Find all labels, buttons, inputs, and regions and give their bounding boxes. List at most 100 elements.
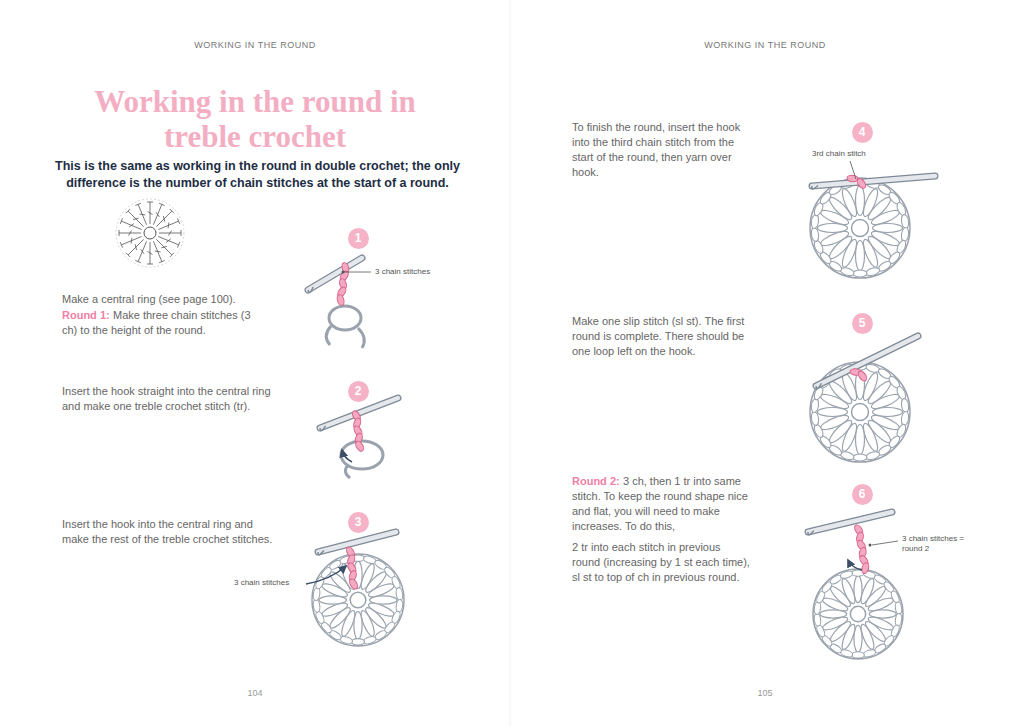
round-outline [810,362,910,462]
page-title: Working in the round in treble crochet [94,84,416,154]
crochet-rounds [312,178,910,659]
top-loop [852,652,865,658]
pointer-arrow [306,566,346,584]
crochet-round [312,554,404,646]
pink-chains [336,175,870,590]
callout-label: 3 chain stitches [375,267,437,277]
yarn-loop [329,306,361,330]
leader-line [343,272,371,273]
step-text: Make one slip stitch (sl st). The first … [572,314,754,359]
leader-line [850,161,856,179]
crochet-hook [808,512,892,535]
text: 3rd chain stitch [812,149,866,158]
page-number: 104 [225,686,285,701]
chain-stitches [351,409,365,452]
crochet-hook [308,258,362,292]
top-loop [853,270,867,277]
text: WORKING IN THE ROUND [704,40,825,50]
crochet-hook [812,176,935,189]
round-outline [810,178,910,278]
top-loop [312,599,320,613]
crochet-hook [816,336,918,389]
text: 104 [247,688,262,698]
leader-dot [869,544,872,547]
step-text: To finish the round, insert the hook int… [572,120,744,180]
intro-text: This is the same as working in the round… [55,158,460,192]
yarn-tail [326,326,364,348]
leader-line [872,541,898,545]
motion-arrow [342,450,352,462]
text: Make a central ring (see page 100). [62,293,236,305]
crochet-hook [320,398,398,431]
title-block: Working in the round in treble crochet [85,84,425,154]
top-loop [865,266,880,277]
top-loop [901,227,910,242]
centre-hole [852,220,869,237]
crochet-round [813,569,903,659]
top-loop [813,613,821,626]
round-label: Round 1: [62,309,110,321]
callout-number: 5 [859,317,866,329]
step-number-circle: 6 [852,484,873,505]
chain-stitches [345,546,359,591]
top-loop [811,227,820,242]
text: 105 [757,688,772,698]
step-number-circle: 1 [348,228,369,249]
centre-hole [852,404,869,421]
top-loop [901,411,910,426]
step-number-circle: 3 [348,512,369,533]
top-loop [813,601,821,614]
gutter [510,0,511,726]
callout-number: 3 [355,516,362,528]
hooks [308,176,935,555]
top-loop [395,599,403,613]
top-loop [895,601,903,614]
text: Insert the hook into the central ring an… [62,518,272,545]
running-head: WORKING IN THE ROUND [105,38,405,53]
centre-hole [850,606,865,621]
top-loop [395,587,403,601]
top-loop [811,214,820,229]
top-loop [840,570,854,580]
page-number: 105 [735,686,795,701]
top-loop [863,648,877,658]
callout-label: 3 chain stitches [234,578,304,588]
running-head: WORKING IN THE ROUND [615,38,915,53]
round-label: Round 2: [572,475,620,487]
text: To finish the round, insert the hook int… [572,121,740,178]
text: WORKING IN THE ROUND [194,40,315,50]
text: 3 chain stitches [234,578,289,587]
top-loop [363,635,377,645]
step-text: 2 tr into each stitch in previous round … [572,540,750,585]
top-loop [811,398,820,413]
treble-stitch [840,187,860,218]
round-outline [312,554,404,646]
crochet-round [810,362,910,462]
callout-number: 4 [859,126,866,138]
treble-stitch [840,577,858,605]
callout-label: 3rd chain stitch [812,149,892,159]
step-number-circle: 5 [852,313,873,334]
top-loop [312,587,320,601]
callout-number: 2 [355,385,362,397]
text: 3 chain stitches = round 2 [902,534,964,553]
stitch-chart [116,199,184,267]
top-loop [901,398,910,413]
callout-number: 6 [859,488,866,500]
yarn-tail [345,465,350,478]
top-loop [865,450,880,461]
step-number-circle: 4 [852,122,873,143]
text: 2 tr into each stitch in previous round … [572,541,750,583]
round-outline [813,569,903,659]
text: Insert the hook straight into the centra… [62,385,271,412]
step-text: Round 2:3 ch, then 1 tr into same stitch… [572,474,750,534]
chain-stitches [850,368,869,382]
callout-number: 1 [355,232,362,244]
chain-stitches [847,175,868,190]
step-text: Insert the hook straight into the centra… [62,384,277,414]
top-loop [853,454,867,461]
chain-stitches [336,262,350,306]
top-loop [895,613,903,626]
crochet-round [810,178,910,278]
